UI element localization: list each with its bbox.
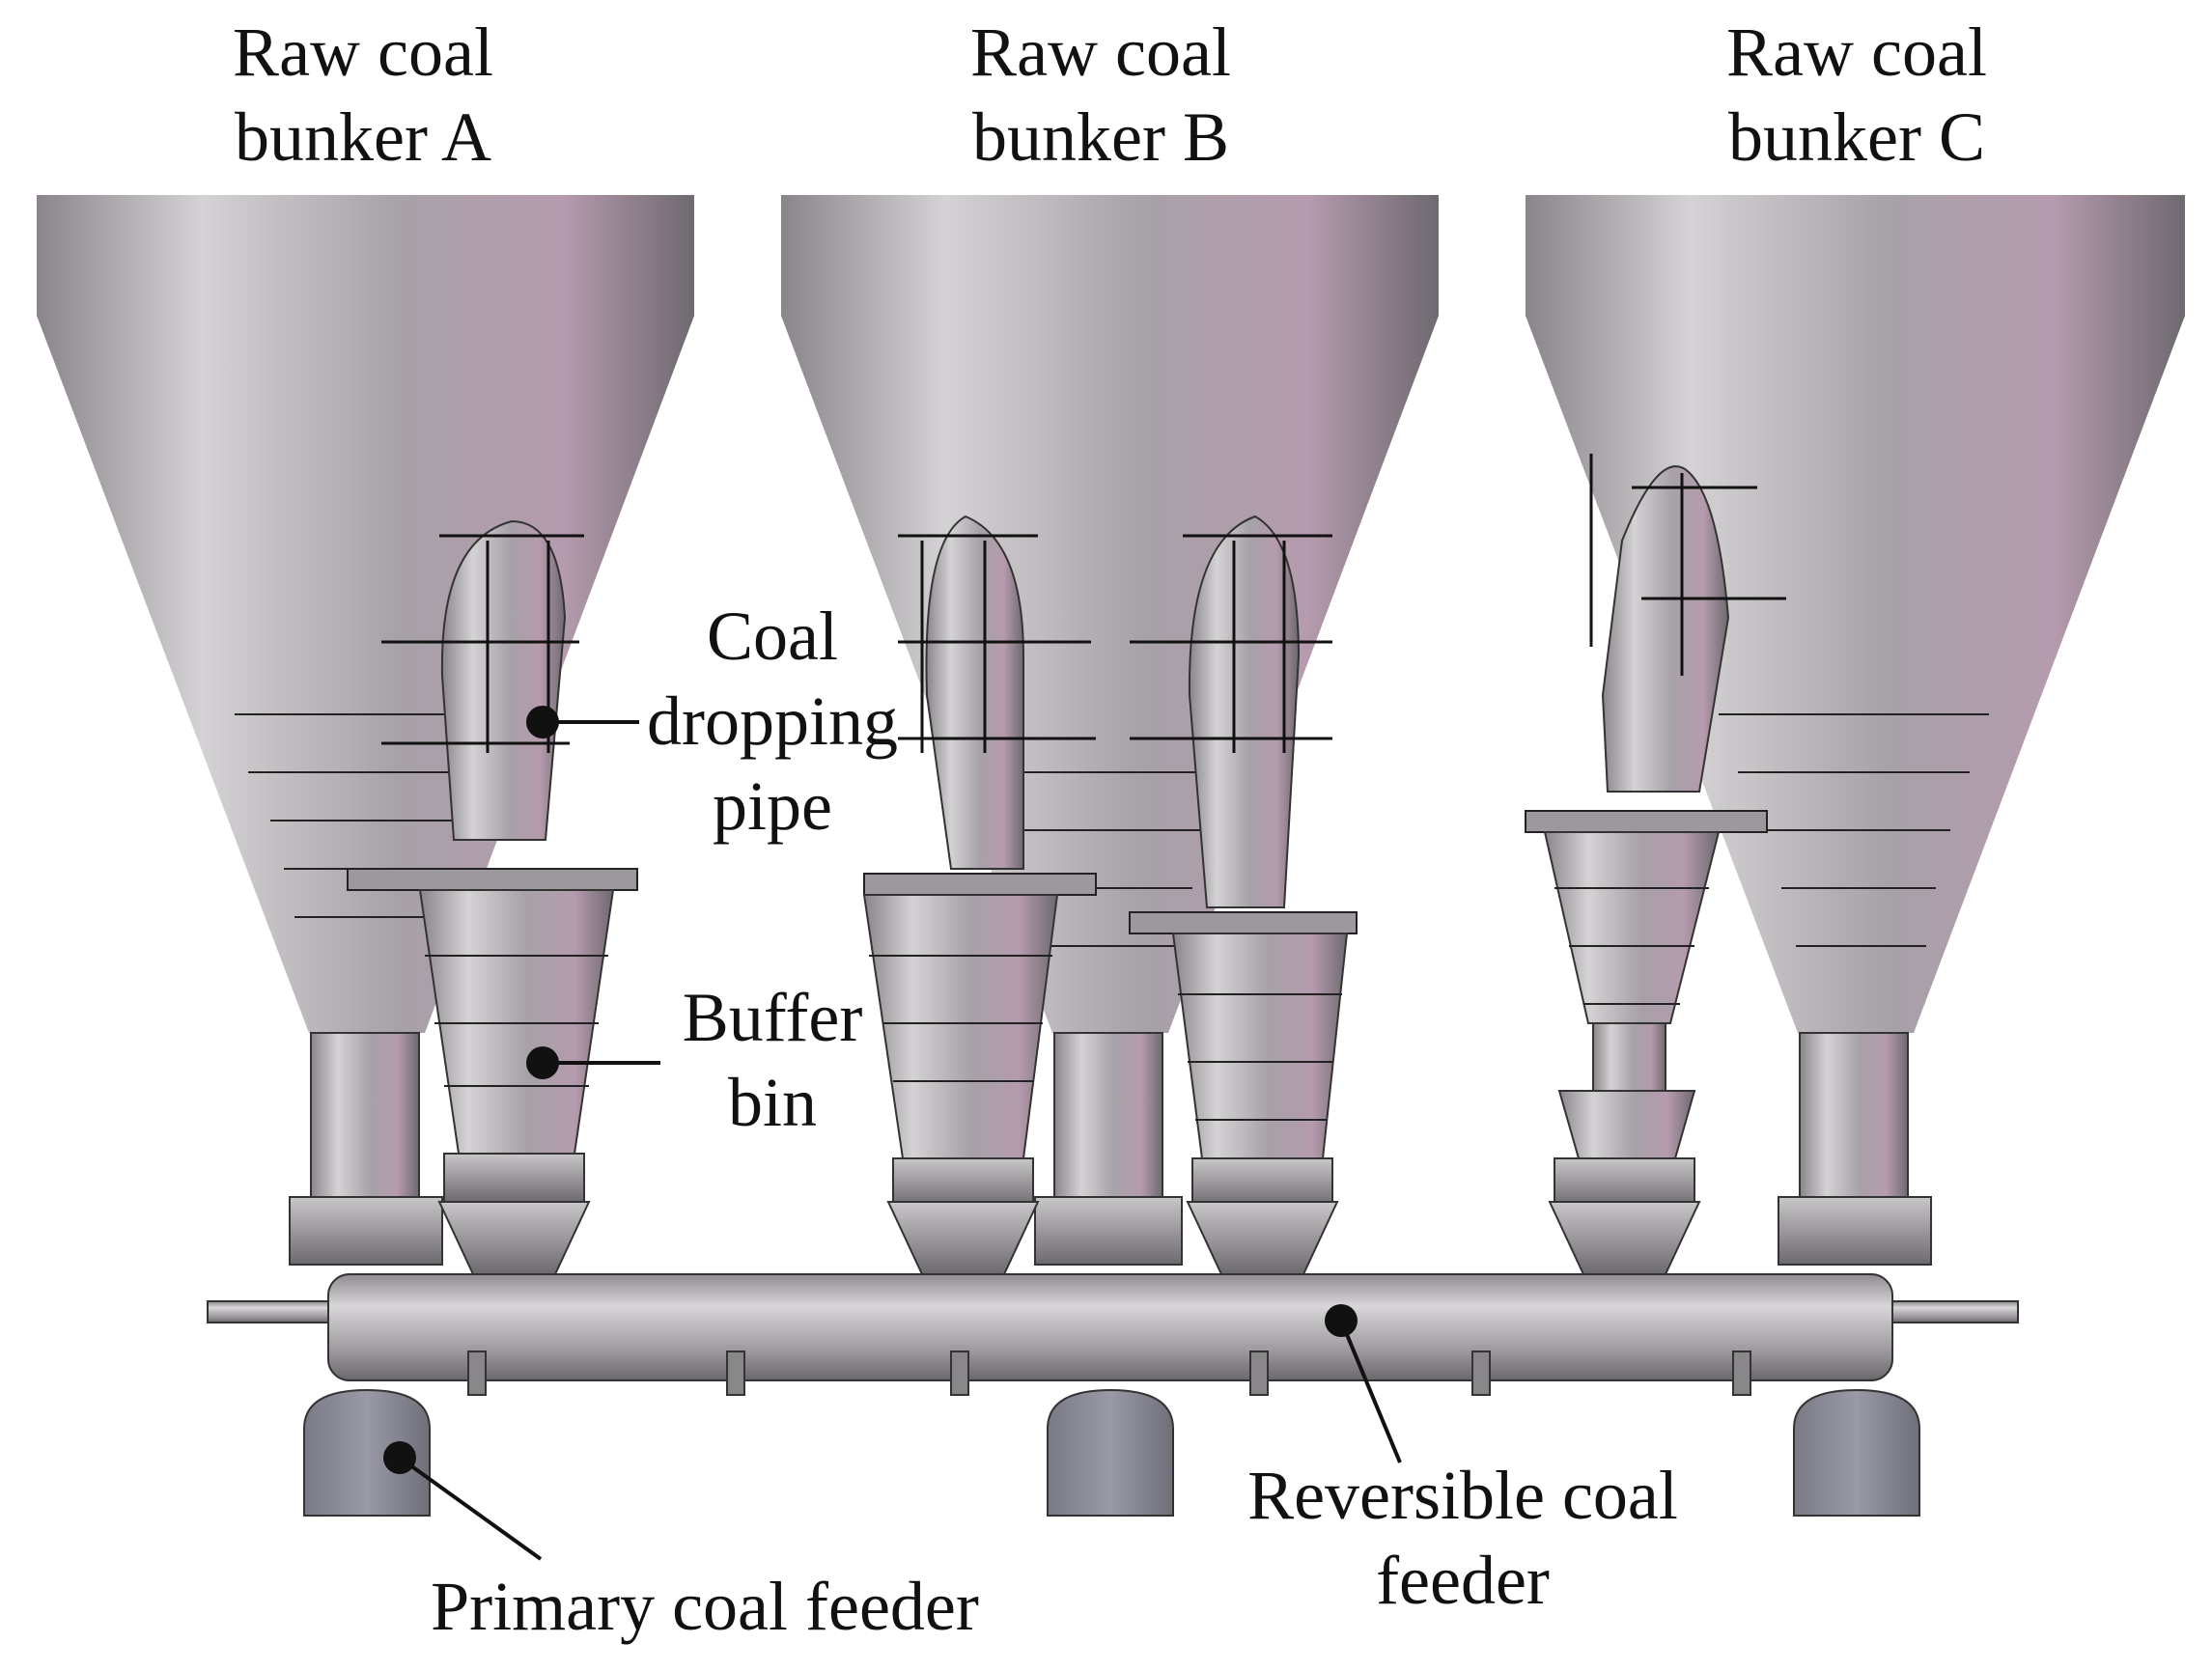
primary-coal-feeders xyxy=(303,1388,1920,1517)
label-raw-coal-bunker-c: Raw coal bunker C xyxy=(1726,14,1987,176)
label-coal-dropping-pipe: Coal dropping pipe xyxy=(647,598,898,845)
buffer-bin-a xyxy=(347,868,638,1275)
buffer-bin-b2 xyxy=(1129,911,1358,1275)
label-buffer-bin: Buffer bin xyxy=(682,979,863,1141)
label-raw-coal-bunker-a: Raw coal bunker A xyxy=(233,14,493,176)
buffer-bin-c xyxy=(1525,810,1768,1275)
callout-reversible-coal-feeder xyxy=(1325,1304,1402,1463)
label-primary-coal-feeder: Primary coal feeder xyxy=(431,1568,979,1645)
callout-coal-dropping-pipe xyxy=(526,706,639,738)
label-reversible-coal-feeder: Reversible coal feeder xyxy=(1247,1457,1678,1619)
callout-buffer-bin xyxy=(526,1046,660,1079)
coal-dropping-pipe-b1 xyxy=(898,515,1096,870)
coal-dropping-pipe-a xyxy=(381,519,584,841)
raw-coal-bunker-a xyxy=(37,195,694,1266)
callout-primary-coal-feeder xyxy=(383,1441,543,1561)
label-raw-coal-bunker-b: Raw coal bunker B xyxy=(970,14,1231,176)
reversible-coal-feeder-body xyxy=(207,1273,2019,1396)
buffer-bin-b1 xyxy=(862,873,1097,1275)
coal-dropping-pipe-b2 xyxy=(1130,515,1332,908)
coal-dropping-pipe-c xyxy=(1589,454,1786,793)
raw-coal-bunker-b xyxy=(781,195,1439,1266)
